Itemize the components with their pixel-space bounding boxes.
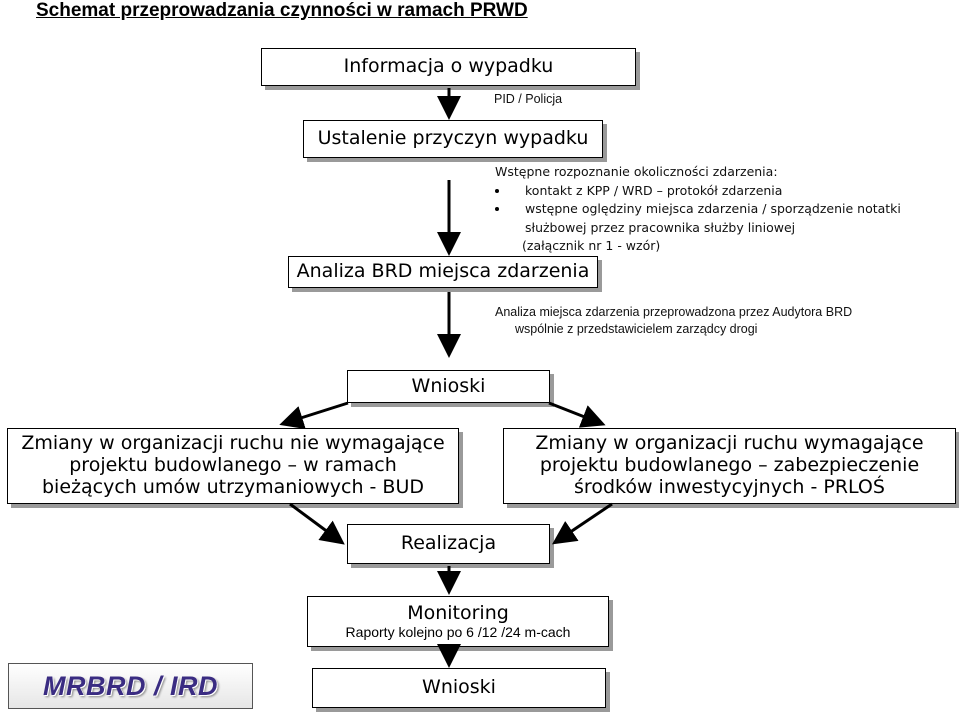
bullet-text: kontakt z KPP / WRD – protokół zdarzenia — [525, 182, 783, 198]
arrow-left-to-realization — [289, 502, 345, 545]
bullet-item: wstępne oględziny miejsca zdarzenia / sp… — [495, 200, 901, 219]
box-monitoring-sub: Raporty kolejno po 6 /12 /24 m-cach — [345, 624, 571, 641]
box-final-conclusions: Wnioski — [312, 668, 606, 708]
logo-text: MRBRD / IRD — [43, 670, 218, 701]
box-accident-info: Informacja o wypadku — [261, 48, 636, 86]
bullet-item: kontakt z KPP / WRD – protokół zdarzenia — [495, 182, 901, 201]
bullet-continuation: (załącznik nr 1 - wzór) — [522, 238, 661, 253]
box-road-safety-analysis: Analiza BRD miejsca zdarzenia — [288, 256, 598, 288]
audit-line: Analiza miejsca zdarzenia przeprowadzona… — [495, 305, 853, 319]
box-line: Zmiany w organizacji ruchu wymagające — [535, 432, 924, 455]
box-monitoring-label: Monitoring — [407, 601, 509, 624]
arrow-conclusions-to-left — [279, 401, 349, 429]
box-road-safety-analysis-label: Analiza BRD miejsca zdarzenia — [296, 260, 590, 283]
box-conclusions-label: Wnioski — [411, 374, 486, 397]
box-realization-label: Realizacja — [400, 532, 497, 555]
box-realization: Realizacja — [347, 524, 550, 564]
bullet-icon — [495, 188, 499, 193]
box-accident-info-label: Informacja o wypadku — [343, 55, 554, 78]
bullet-continuation: służbowej przez pracownika służby liniow… — [525, 219, 796, 235]
box-line: projektu budowlanego – zabezpieczenie — [539, 454, 920, 477]
arrow-conclusions-to-right — [548, 401, 606, 428]
bullet-icon — [495, 207, 499, 211]
box-line: bieżących umów utrzymaniowych - BUD — [41, 475, 424, 498]
logo: MRBRD / IRD — [8, 663, 253, 709]
initial-recognition-title: Wstępne rozpoznanie okoliczności zdarzen… — [495, 164, 778, 179]
note-initial-recognition: Wstępne rozpoznanie okoliczności zdarzen… — [495, 163, 901, 256]
bullet-text: wstępne oględziny miejsca zdarzenia / sp… — [525, 201, 901, 216]
box-changes-no-project: Zmiany w organizacji ruchu nie wymagając… — [7, 428, 459, 504]
box-determine-cause-label: Ustalenie przyczyn wypadku — [317, 127, 589, 150]
note-audit: Analiza miejsca zdarzenia przeprowadzona… — [495, 304, 852, 338]
arrow-right-to-realization — [552, 502, 613, 545]
page-title: Schemat przeprowadzania czynności w rama… — [36, 0, 528, 21]
box-line: środków inwestycyjnych - PRLOŚ — [574, 475, 885, 498]
box-final-conclusions-label: Wnioski — [422, 676, 496, 699]
box-determine-cause: Ustalenie przyczyn wypadku — [303, 120, 603, 158]
box-line: projektu budowlanego – w ramach — [69, 454, 397, 477]
audit-line: wspólnie z przedstawicielem zarządcy dro… — [515, 322, 758, 336]
box-changes-with-project: Zmiany w organizacji ruchu wymagające pr… — [503, 428, 956, 504]
note-pid-police: PID / Policja — [494, 92, 563, 106]
box-line: Zmiany w organizacji ruchu nie wymagając… — [21, 432, 445, 455]
box-conclusions: Wnioski — [347, 370, 550, 403]
